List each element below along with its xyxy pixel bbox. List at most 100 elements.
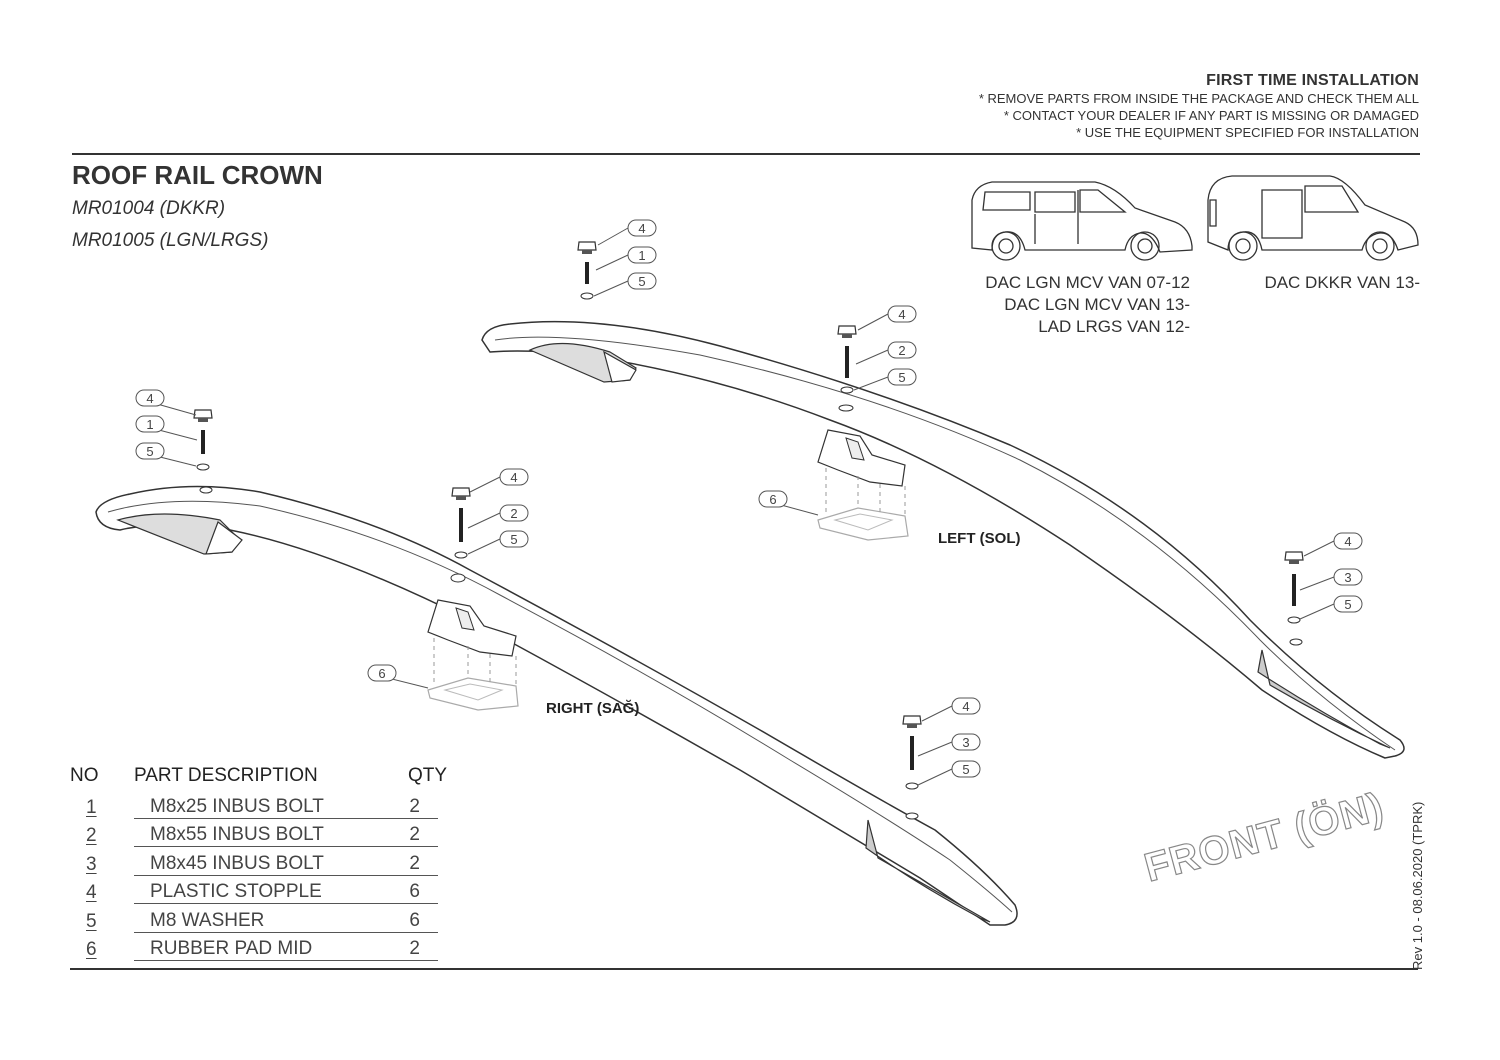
header-no: NO	[70, 765, 99, 786]
parts-table: NO PART DESCRIPTION QTY 1 M8x25 INBUS BOL…	[70, 762, 448, 961]
callout-bubble	[1333, 532, 1363, 550]
callout-number: 4	[962, 699, 969, 714]
header-qty: QTY	[408, 765, 448, 786]
header-description: PART DESCRIPTION	[134, 765, 318, 786]
callout-leader	[917, 768, 953, 786]
left-side-label: LEFT (SOL)	[938, 530, 1021, 547]
callout-leader	[593, 280, 629, 297]
callout-bubble	[367, 664, 397, 682]
hardware-stack	[902, 715, 922, 790]
row-qty: 2	[408, 824, 438, 847]
callout-number: 2	[898, 343, 905, 358]
callout-number: 4	[510, 470, 517, 485]
callout-bubble	[499, 530, 529, 548]
callout-leader	[595, 254, 629, 271]
callout-leader	[855, 349, 889, 365]
callout-leader	[853, 376, 889, 391]
model-code: MR01005 (LGN/LRGS)	[72, 230, 269, 251]
footer-divider	[70, 968, 1418, 970]
header-divider	[72, 153, 1420, 155]
callout-bubble	[135, 415, 165, 433]
callout-bubble	[627, 246, 657, 264]
row-description: PLASTIC STOPPLE	[134, 881, 408, 904]
callout-bubble	[951, 760, 981, 778]
callout-leader	[917, 741, 953, 757]
hardware-stack	[577, 241, 597, 300]
van-lgn-image	[971, 181, 1193, 261]
hardware-stack	[1284, 551, 1304, 624]
row-no: 3	[86, 853, 97, 875]
callout-leader	[1299, 603, 1335, 620]
callout-number: 5	[898, 370, 905, 385]
row-qty: 6	[408, 881, 438, 904]
right-roof-rail	[95, 485, 1018, 926]
vehicle-label: DAC DKKR VAN 13-	[1264, 273, 1420, 292]
callout-number: 3	[962, 735, 969, 750]
callout-number: 4	[146, 391, 153, 406]
callout-number: 5	[1344, 597, 1351, 612]
row-description: M8x45 INBUS BOLT	[134, 853, 408, 876]
installation-line: * CONTACT YOUR DEALER IF ANY PART IS MIS…	[1003, 108, 1419, 123]
callout-bubble	[135, 389, 165, 407]
installation-line: * REMOVE PARTS FROM INSIDE THE PACKAGE A…	[978, 91, 1419, 106]
row-description: M8x55 INBUS BOLT	[134, 824, 408, 847]
callout-number: 6	[378, 666, 385, 681]
hardware-stack	[451, 487, 471, 559]
callout-bubble	[135, 442, 165, 460]
callout-number: 5	[638, 274, 645, 289]
callout-leader	[857, 313, 889, 331]
vehicle-label: DAC LGN MCV VAN 13-	[1004, 295, 1190, 314]
callout-number: 6	[769, 492, 776, 507]
row-qty: 2	[408, 796, 438, 819]
row-description: M8x25 INBUS BOLT	[134, 796, 408, 819]
callout-bubble	[887, 305, 917, 323]
revision-label: Rev 1.0 - 08.06.2020 (TPRK)	[1410, 801, 1425, 970]
callout-number: 4	[898, 307, 905, 322]
callout-leader	[467, 538, 501, 555]
van-dkkr-image	[1207, 175, 1419, 261]
callout-leader	[921, 705, 953, 722]
callout-number: 2	[510, 506, 517, 521]
callout-bubble	[499, 504, 529, 522]
right-side-label: RIGHT (SAĞ)	[546, 700, 640, 717]
callout-bubble	[951, 697, 981, 715]
hardware-stack	[193, 409, 213, 471]
model-code: MR01004 (DKKR)	[72, 198, 226, 219]
parts-table-header: NO PART DESCRIPTION QTY	[70, 762, 448, 790]
installation-line: * USE THE EQUIPMENT SPECIFIED FOR INSTAL…	[1076, 125, 1419, 140]
installation-title: FIRST TIME INSTALLATION	[1206, 72, 1419, 89]
row-qty: 2	[408, 853, 438, 876]
callout-bubble	[951, 733, 981, 751]
row-no: 4	[86, 882, 97, 903]
left-roof-rail	[481, 320, 1405, 759]
callout-bubble	[627, 219, 657, 237]
product-title: ROOF RAIL CROWN	[72, 160, 323, 190]
callout-leader	[597, 227, 629, 246]
callout-number: 1	[638, 248, 645, 263]
row-no: 1	[86, 796, 97, 818]
callout-number: 5	[510, 532, 517, 547]
callout-bubble	[499, 468, 529, 486]
callout-leader	[1303, 540, 1335, 557]
row-description: M8 WASHER	[134, 910, 408, 933]
callout-number: 5	[962, 762, 969, 777]
callout-number: 4	[1344, 534, 1351, 549]
callout-leader	[469, 476, 501, 493]
callout-bubble	[1333, 568, 1363, 586]
vehicle-label: DAC LGN MCV VAN 07-12	[985, 273, 1190, 292]
hardware-stack	[837, 325, 857, 394]
row-no: 2	[86, 825, 97, 846]
callout-number: 4	[638, 221, 645, 236]
callout-bubble	[887, 368, 917, 386]
callout-leader	[467, 512, 501, 529]
installation-notes: FIRST TIME INSTALLATION * REMOVE PARTS F…	[979, 72, 1419, 141]
callout-bubble	[887, 341, 917, 359]
callout-number: 5	[146, 444, 153, 459]
row-qty: 6	[408, 910, 438, 933]
